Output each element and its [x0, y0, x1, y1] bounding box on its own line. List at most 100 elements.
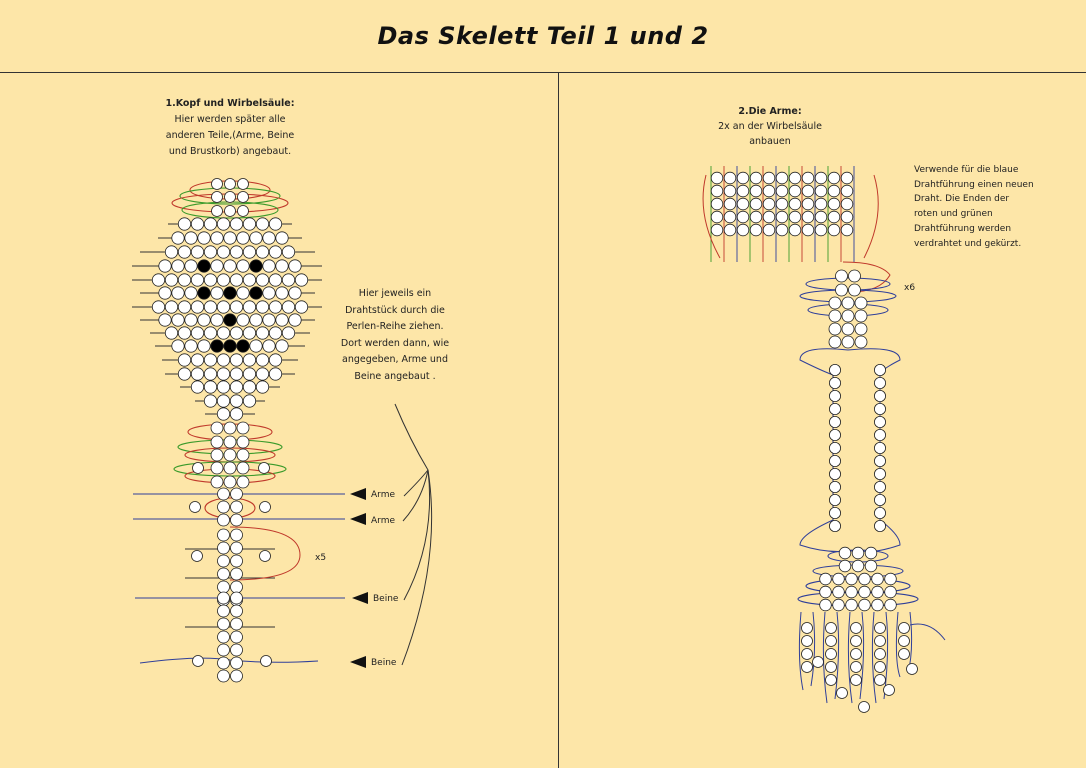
part1-heading: 1.Kopf und Wirbelsäule:	[165, 98, 295, 109]
bead	[850, 674, 862, 686]
bead	[827, 197, 841, 211]
wire-path	[402, 469, 429, 522]
wire-loop	[805, 578, 911, 594]
bead	[210, 286, 224, 300]
bead	[710, 171, 724, 185]
part1-desc-line: anderen Teile,(Arme, Beine	[165, 130, 295, 141]
label-beine-2: Beine	[371, 658, 397, 668]
bead	[151, 273, 166, 287]
bead	[229, 300, 244, 314]
bead	[262, 339, 276, 353]
bead	[217, 513, 230, 527]
bead	[814, 223, 828, 237]
bead	[288, 313, 302, 327]
bead	[242, 245, 257, 259]
bead	[210, 461, 224, 475]
bead	[190, 245, 205, 259]
bead	[258, 462, 270, 474]
bead	[236, 286, 250, 300]
wire-path	[847, 611, 853, 704]
part2-heading: 2.Die Arme:	[738, 106, 802, 117]
bead	[249, 286, 263, 300]
bead	[217, 630, 230, 644]
bead	[835, 283, 848, 297]
bead	[841, 309, 855, 323]
bead	[171, 286, 185, 300]
bead	[203, 394, 218, 408]
bead	[164, 300, 179, 314]
wire-path	[810, 611, 816, 687]
bead	[832, 585, 845, 599]
bead	[874, 363, 887, 376]
bead	[210, 231, 224, 245]
bead	[281, 273, 296, 287]
bead	[801, 635, 813, 647]
bead	[230, 630, 243, 644]
bead	[230, 643, 243, 657]
bead	[259, 550, 271, 562]
bead	[814, 184, 828, 198]
bead	[874, 635, 886, 647]
bead	[230, 580, 243, 594]
bead	[230, 604, 243, 618]
bead	[229, 245, 244, 259]
bead	[874, 520, 887, 533]
bead	[203, 353, 218, 367]
bead	[801, 622, 813, 634]
bead	[864, 559, 878, 573]
bead	[230, 513, 243, 527]
bead	[819, 585, 832, 599]
bead	[871, 585, 884, 599]
bead	[184, 339, 198, 353]
bead	[775, 197, 789, 211]
bead	[262, 231, 276, 245]
bead	[203, 326, 218, 340]
bead	[874, 648, 886, 660]
bead	[210, 339, 224, 353]
bead	[827, 184, 841, 198]
bead	[190, 300, 205, 314]
bead	[723, 210, 737, 224]
bead	[762, 197, 776, 211]
wire-layer	[132, 166, 946, 704]
part2-note-line: Drahtführung einen neuen	[914, 179, 1034, 190]
bead	[210, 421, 224, 435]
bead	[845, 572, 858, 586]
label-layer: Arme Arme Beine Beine x5 x6	[315, 283, 915, 668]
bead	[230, 541, 243, 555]
wire-path	[863, 174, 879, 259]
bead	[854, 309, 868, 323]
bead	[224, 178, 236, 190]
wire-path	[834, 611, 840, 700]
bead	[223, 259, 237, 273]
bead	[158, 313, 172, 327]
bead	[825, 635, 837, 647]
bead	[229, 273, 244, 287]
bead	[840, 171, 854, 185]
part2-note-line: verdrahtet und gekürzt.	[914, 238, 1022, 249]
bead	[217, 604, 230, 618]
bead	[249, 313, 263, 327]
part1-note-line: Perlen-Reihe ziehen.	[346, 321, 444, 332]
bead	[211, 205, 223, 217]
bead	[216, 245, 231, 259]
part1-note-line: angegeben, Arme und	[342, 354, 448, 365]
bead	[216, 380, 231, 394]
bead	[217, 487, 230, 501]
bead	[216, 300, 231, 314]
bead	[158, 286, 172, 300]
bead	[841, 296, 855, 310]
bead	[845, 598, 858, 612]
part1-note-line: Dort werden dann, wie	[340, 337, 450, 349]
bead	[788, 184, 802, 198]
bead	[229, 407, 244, 421]
bead	[190, 326, 205, 340]
bead	[236, 435, 250, 449]
bead	[217, 541, 230, 555]
bead	[203, 217, 218, 231]
bead	[710, 210, 724, 224]
bead	[898, 622, 910, 634]
bead	[223, 339, 237, 353]
bead	[203, 273, 218, 287]
bead	[158, 259, 172, 273]
